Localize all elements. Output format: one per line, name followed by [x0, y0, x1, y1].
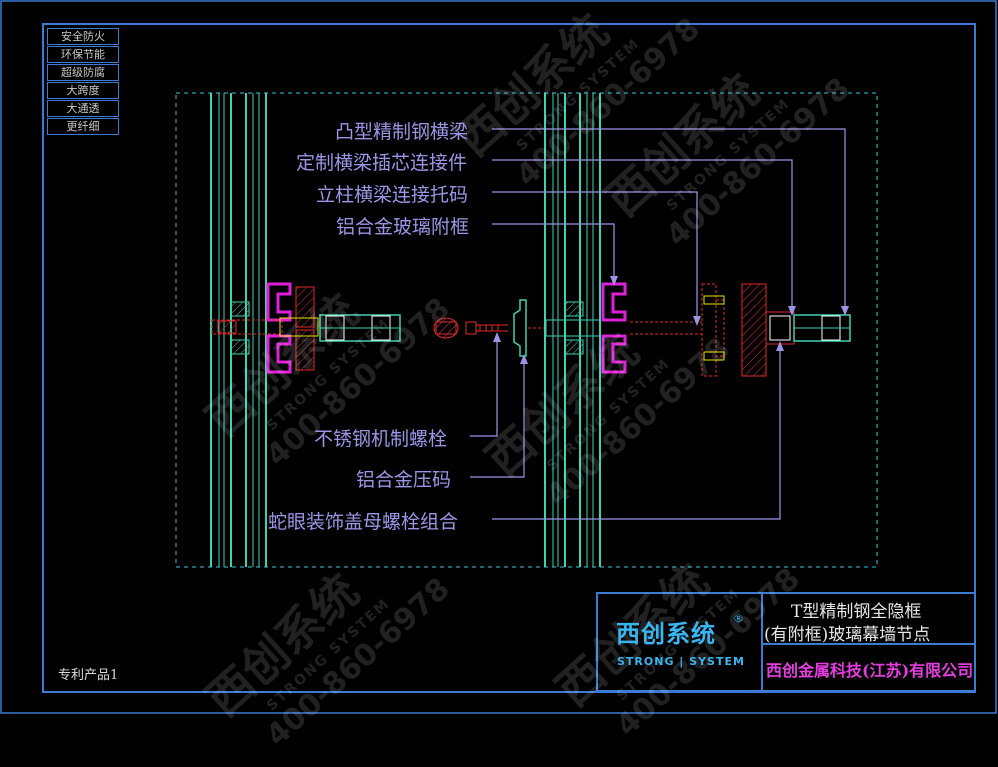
title-block: [596, 592, 976, 692]
company-name: 西创金属科技(江苏)有限公司: [766, 661, 974, 680]
feature-tag: 安全防火: [47, 28, 119, 45]
callout-stainless-machine-bolt: 不锈钢机制螺栓: [314, 428, 448, 450]
feature-tag: 超级防腐: [47, 64, 119, 81]
callout-aluminium-glass-subframe: 铝合金玻璃附框: [336, 216, 470, 238]
registered-mark: ®: [733, 612, 744, 625]
drawing-title-line1: T型精制钢全隐框: [791, 602, 922, 622]
patent-label: 专利产品1: [58, 668, 119, 683]
callout-aluminium-pressure-clip: 铝合金压码: [356, 469, 452, 491]
snake-eye-cap-nut: [433, 317, 459, 339]
feature-tag: 更纤细: [47, 118, 119, 135]
callout-convex-steel-transom: 凸型精制钢横梁: [335, 121, 469, 143]
cad-drawing: [0, 0, 997, 714]
feature-tag: 大跨度: [47, 82, 119, 99]
drawing-title-line2: (有附框)玻璃幕墙节点: [764, 625, 931, 645]
detail-boundary: [175, 92, 878, 568]
feature-tag: 环保节能: [47, 46, 119, 63]
left-glass-panel: [210, 93, 267, 567]
callout-mullion-transom-bracket: 立柱横梁连接托码: [316, 184, 469, 206]
callout-snake-eye-cap-nut-bolt: 蛇眼装饰盖母螺栓组合: [268, 511, 459, 533]
logo-tagline: STRONG | SYSTEM: [617, 655, 745, 668]
feature-tag: 大通透: [47, 100, 119, 117]
company-logo: 西创系统: [616, 620, 716, 648]
sheet-border-outer: [0, 0, 997, 714]
sheet-border-inner: [42, 23, 976, 693]
callout-transom-insert-connector: 定制横梁插芯连接件: [296, 152, 468, 174]
aluminium-pressure-clip: [513, 299, 527, 357]
middle-glass-panel: [544, 93, 601, 567]
leader-arrows: [493, 276, 849, 364]
stainless-bolt: [465, 321, 508, 335]
leader-lines: [470, 128, 846, 520]
